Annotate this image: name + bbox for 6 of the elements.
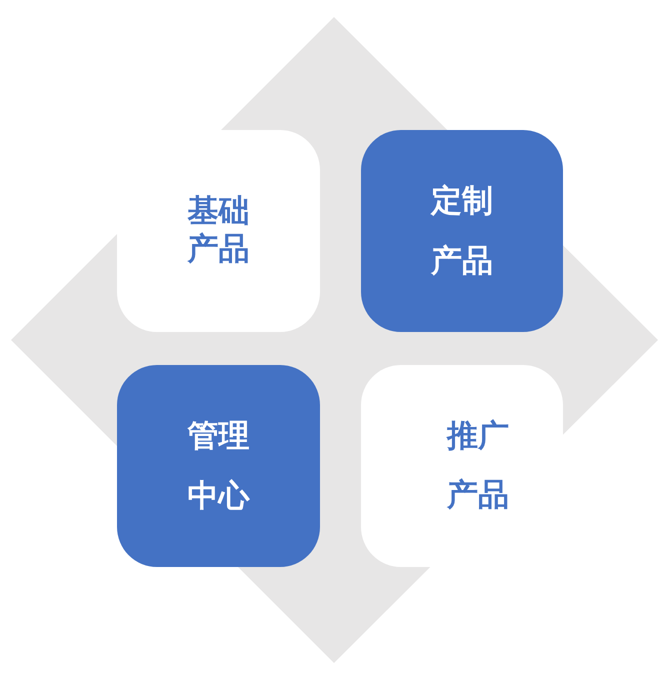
- tile-label: 推广产品: [445, 417, 510, 515]
- tile-label: 基础产品: [186, 193, 250, 269]
- tile-label: 定制产品: [430, 182, 494, 281]
- rounded-square: [361, 130, 563, 332]
- tile-label: 管理中心: [186, 416, 251, 516]
- rounded-square: [117, 365, 320, 567]
